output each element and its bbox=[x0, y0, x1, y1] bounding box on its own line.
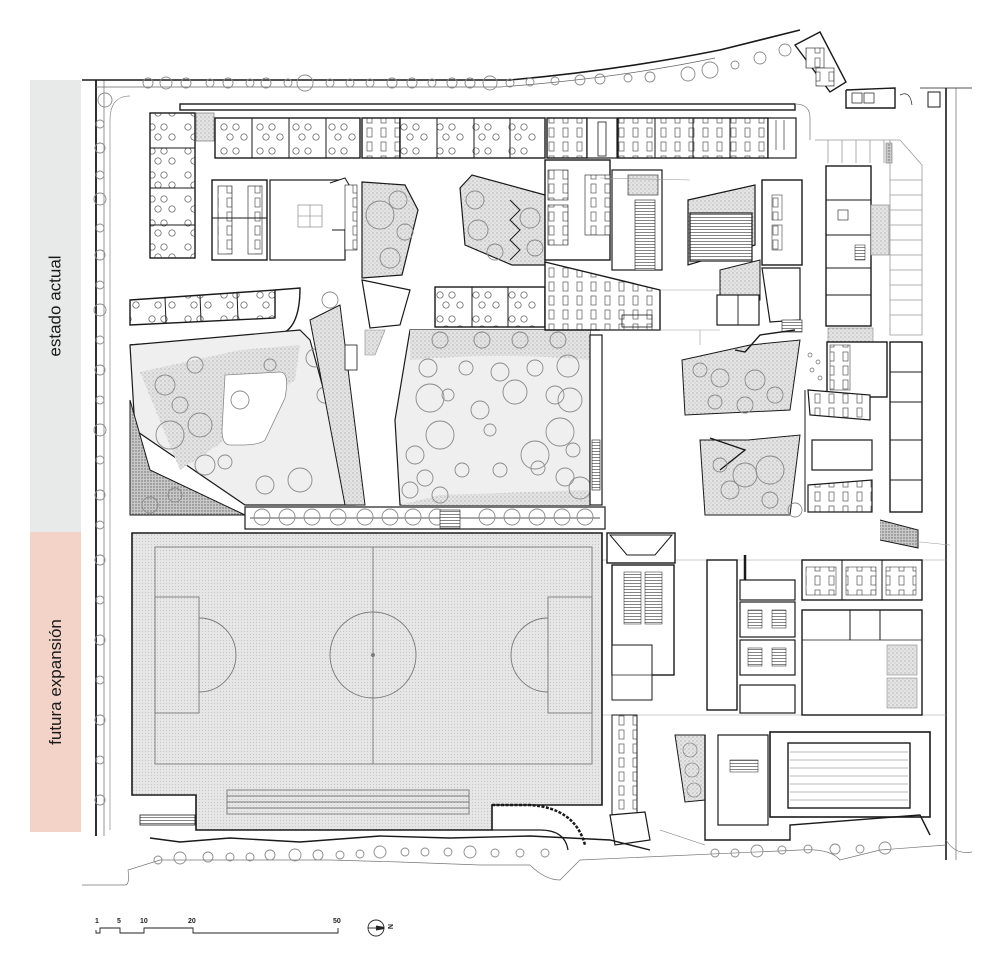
courtyard-east bbox=[681, 329, 803, 518]
labs-block bbox=[544, 159, 691, 331]
scale-tick-10: 10 bbox=[140, 918, 148, 925]
gymnasium-offices bbox=[706, 555, 923, 716]
soccer-field bbox=[131, 532, 603, 851]
street-trees-north bbox=[97, 43, 792, 108]
courtyard-strip bbox=[309, 304, 386, 506]
courtyard-central bbox=[394, 329, 603, 506]
scale-tick-20: 20 bbox=[188, 918, 196, 925]
building-ne-entrance bbox=[793, 31, 941, 109]
lecture-hall bbox=[687, 179, 803, 333]
site-boundary bbox=[82, 29, 972, 860]
street-trees-west bbox=[93, 119, 107, 806]
band-estado-actual: estado actual bbox=[30, 80, 81, 532]
north-arrow-icon bbox=[367, 919, 385, 937]
classroom-cluster-east bbox=[804, 341, 923, 549]
scale-bar bbox=[95, 927, 339, 934]
parking-east bbox=[815, 139, 923, 336]
courtyard-west bbox=[129, 291, 356, 516]
walkway-south-courtyards bbox=[244, 506, 606, 530]
north-label: N bbox=[386, 923, 394, 930]
garden-center-north bbox=[361, 174, 546, 329]
street-trees-south bbox=[153, 841, 892, 865]
south-street-edge bbox=[82, 829, 973, 886]
scale-tick-5: 5 bbox=[117, 918, 121, 925]
library-block bbox=[211, 177, 358, 261]
scale-tick-50: 50 bbox=[333, 918, 341, 925]
swimming-pool bbox=[674, 731, 931, 841]
auditorium bbox=[606, 532, 676, 846]
band-futura-expansion: futura expansión bbox=[30, 532, 81, 832]
classroom-wing-north bbox=[149, 103, 811, 259]
scale-tick-1: 1 bbox=[95, 918, 99, 925]
admin-block-east bbox=[825, 165, 890, 343]
